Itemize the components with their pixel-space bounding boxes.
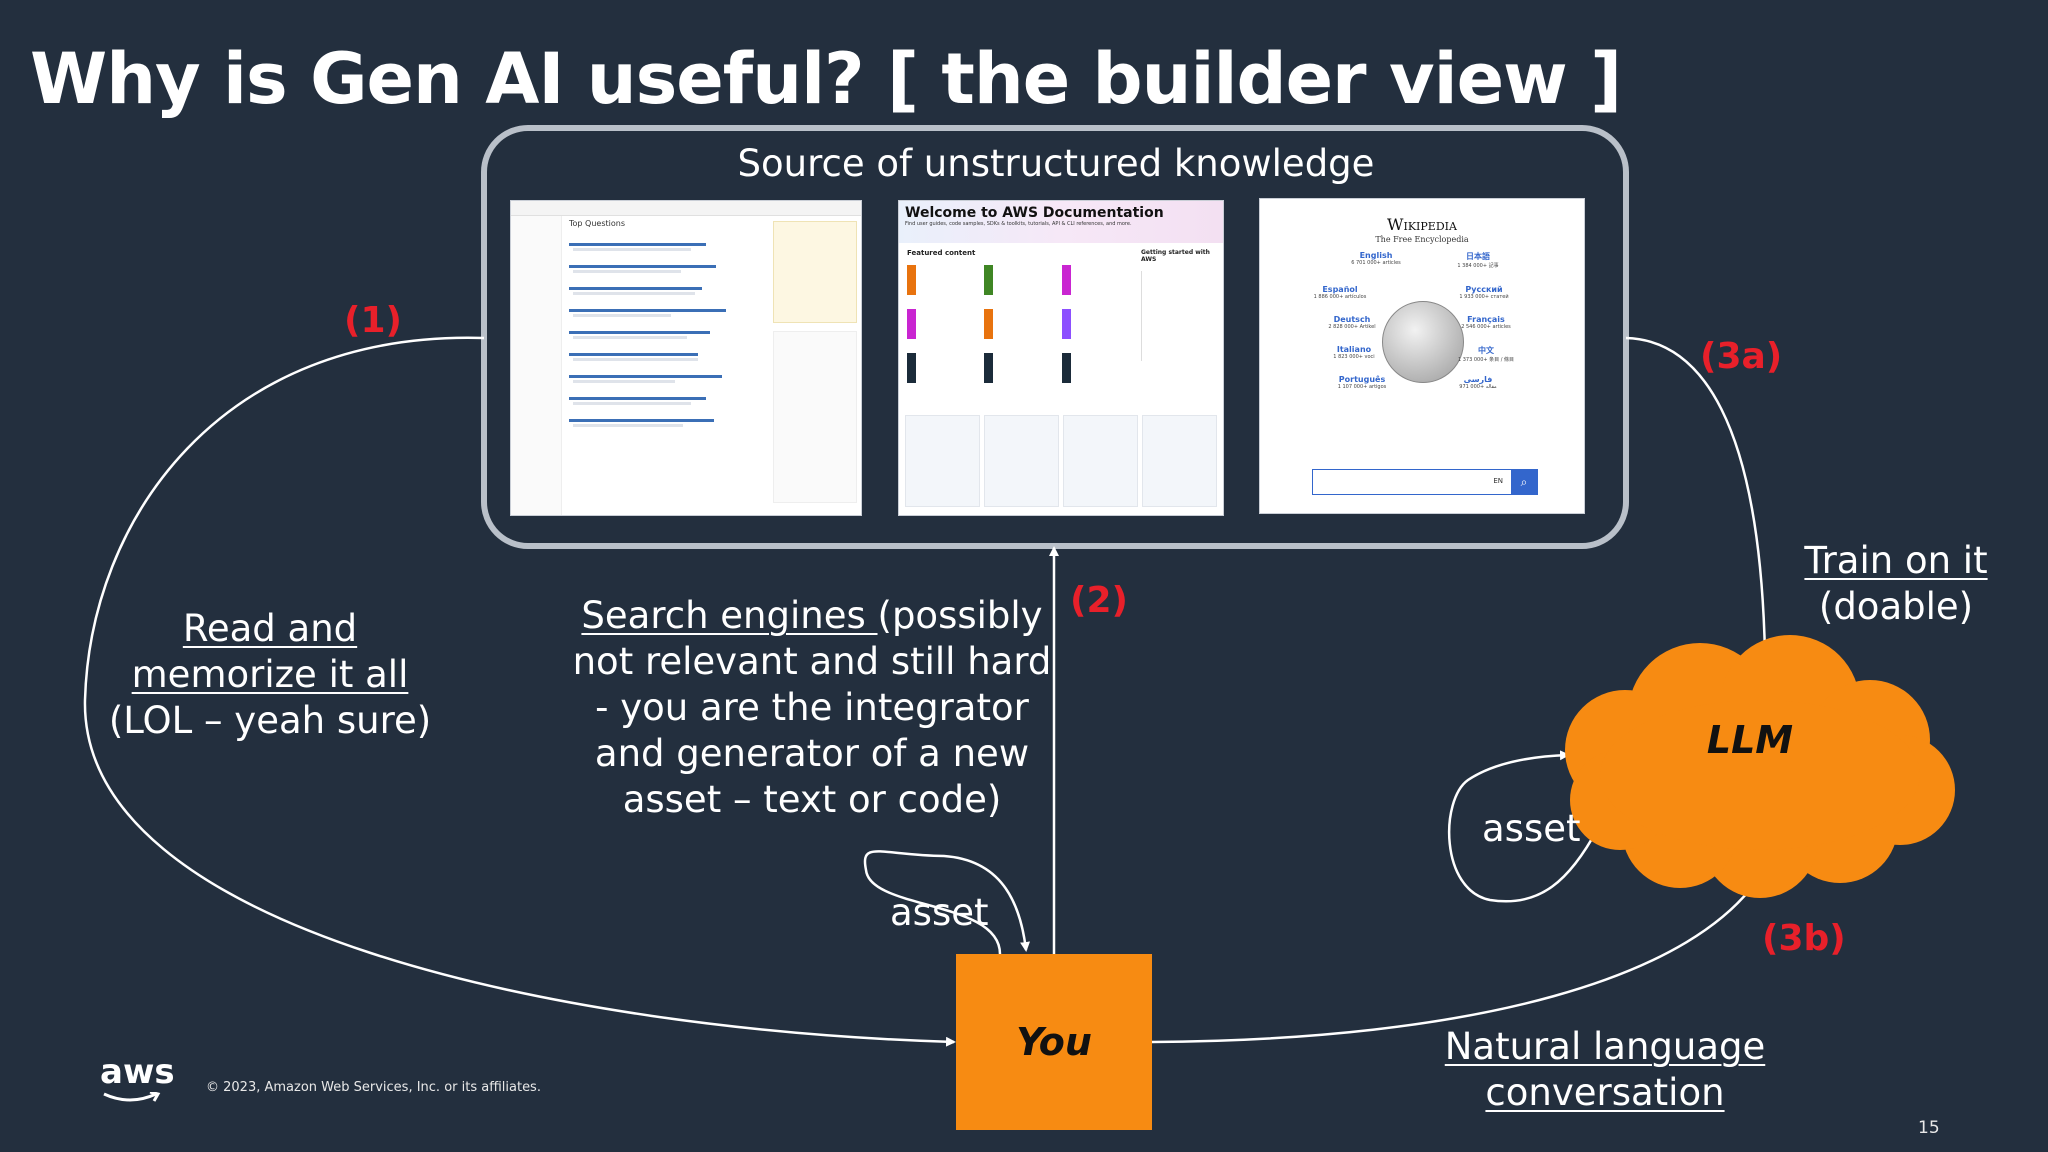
wiki-lang-name: Español: [1322, 285, 1358, 294]
wiki-lang-count: 971 000+ مقاله: [1459, 384, 1497, 390]
you-box: You: [956, 954, 1152, 1130]
wiki-lang-count: 1 384 000+ 記事: [1457, 263, 1499, 269]
so-heading: Top Questions: [569, 219, 625, 228]
wiki-lang-count: 1 373 000+ 条目 / 條目: [1457, 357, 1515, 363]
conversation-label: Natural language conversation: [1430, 1024, 1780, 1116]
llm-cloud: [1565, 635, 1955, 898]
wiki-lang-name: فارسی: [1463, 375, 1493, 384]
read-line-1: Read and: [182, 607, 358, 650]
wiki-lang-count: 2 546 000+ articles: [1461, 324, 1511, 330]
wiki-lang-name: Français: [1467, 315, 1505, 324]
wiki-lang-count: 1 886 000+ artículos: [1313, 294, 1367, 300]
search-line-1b: (possibly: [877, 594, 1043, 637]
wiki-lang-select[interactable]: EN: [1493, 477, 1503, 485]
aws-docs-thumbnail: Welcome to AWS Documentation Find user g…: [898, 200, 1224, 516]
wiki-lang-name: 中文: [1478, 346, 1494, 355]
aws-featured-label: Featured content: [907, 249, 976, 257]
marker-1: (1): [344, 300, 402, 341]
aws-logo: aws: [100, 1052, 175, 1102]
search-icon[interactable]: ⌕: [1511, 470, 1537, 494]
copyright: © 2023, Amazon Web Services, Inc. or its…: [206, 1080, 541, 1095]
marker-3b: (3b): [1762, 918, 1846, 959]
read-line-2: memorize it all: [131, 653, 409, 696]
wiki-lang-name: Русский: [1465, 285, 1503, 294]
you-label: You: [1016, 1020, 1092, 1064]
asset-label-llm: asset: [1482, 807, 1581, 850]
arrow-conversation: [1151, 866, 1767, 1044]
wiki-lang-name: Deutsch: [1333, 315, 1371, 324]
search-line-3: - you are the integrator: [595, 686, 1029, 729]
aws-getting-started: Getting started with AWS: [1141, 249, 1210, 263]
arrow-you-asset-loop: [863, 850, 1031, 955]
conversation-line-2: conversation: [1485, 1071, 1725, 1114]
slide-title: Why is Gen AI useful? [ the builder view…: [30, 38, 1622, 120]
wiki-title: Wikipedia: [1387, 215, 1457, 234]
search-line-2: not relevant and still hard: [572, 640, 1052, 683]
source-label: Source of unstructured knowledge: [737, 142, 1375, 185]
wiki-lang-name: Italiano: [1336, 345, 1372, 354]
wiki-lang-name: Português: [1338, 375, 1386, 384]
wiki-lang-count: 1 933 000+ статей: [1459, 294, 1509, 300]
wiki-lang-count: 1 823 000+ voci: [1333, 354, 1375, 360]
marker-3a: (3a): [1700, 336, 1783, 377]
search-line-5: asset – text or code): [622, 778, 1002, 821]
arrow-read-memorize: [83, 336, 956, 1047]
search-line-1a: Search engines: [581, 594, 878, 637]
wiki-search-input[interactable]: EN ⌕: [1312, 469, 1538, 495]
conversation-line-1: Natural language: [1444, 1025, 1766, 1068]
aws-smile-icon: [103, 1092, 161, 1102]
asset-label-you: asset: [890, 891, 989, 934]
aws-logo-text: aws: [100, 1052, 175, 1092]
wiki-lang-item[interactable]: 日本語 1 384 000+ 記事: [1438, 251, 1518, 269]
search-line-4: and generator of a new: [594, 732, 1030, 775]
read-line-3: (LOL – yeah sure): [108, 699, 432, 742]
wiki-lang-count: 6 701 000+ articles: [1351, 260, 1401, 266]
read-memorize-label: Read and memorize it all (LOL – yeah sur…: [100, 606, 440, 744]
wiki-lang-name: 日本語: [1466, 252, 1490, 261]
page-number: 15: [1918, 1118, 1940, 1138]
wiki-globe: [1382, 301, 1464, 383]
wiki-lang-count: 1 107 000+ artigos: [1337, 384, 1387, 390]
arrow-train: [1625, 336, 1770, 657]
wiki-lang-count: 2 828 000+ Artikel: [1328, 324, 1376, 330]
wiki-lang-name: English: [1359, 251, 1393, 260]
arrow-llm-asset-loop: [1447, 750, 1600, 903]
wiki-lang-item[interactable]: 中文 1 373 000+ 条目 / 條目: [1446, 345, 1526, 363]
stackoverflow-thumbnail: Top Questions: [510, 200, 862, 516]
train-line-2: (doable): [1818, 585, 1974, 628]
llm-label: LLM: [1706, 718, 1794, 762]
search-engines-label: Search engines (possibly not relevant an…: [572, 593, 1052, 823]
train-label: Train on it (doable): [1776, 538, 2016, 630]
marker-2: (2): [1070, 580, 1128, 621]
aws-docs-subheading: Find user guides, code samples, SDKs & t…: [905, 221, 1132, 227]
wiki-subtitle: The Free Encyclopedia: [1375, 235, 1469, 244]
aws-docs-heading: Welcome to AWS Documentation: [905, 205, 1164, 221]
train-line-1: Train on it: [1804, 539, 1988, 582]
